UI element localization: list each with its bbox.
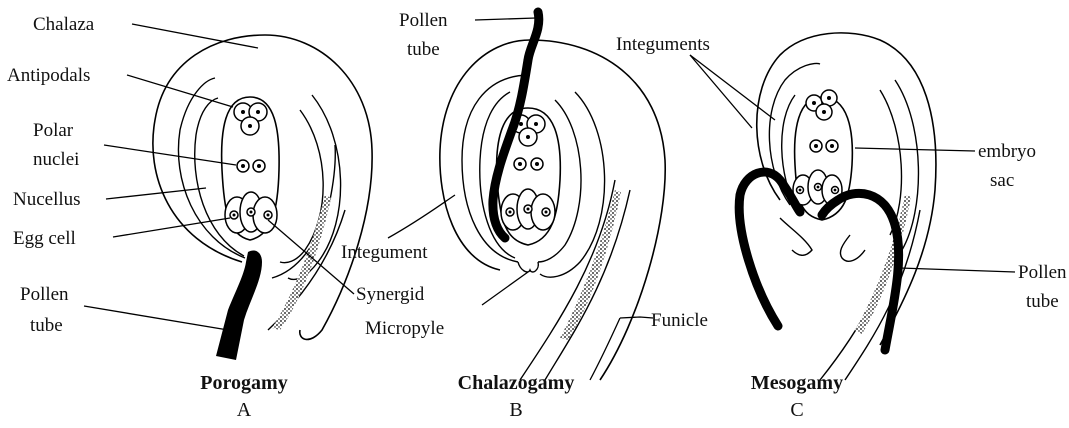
antipodal-nucleus [827, 96, 831, 100]
cell-nucleus-dot [527, 208, 530, 211]
cell-nucleus-dot [509, 211, 512, 214]
micropyle-lobe-c2 [840, 235, 865, 261]
letter-c: C [790, 399, 803, 421]
cell-nucleus-dot [817, 186, 820, 189]
leader-line [900, 268, 1015, 272]
cell-nucleus-dot [267, 214, 270, 217]
label-synergid: Synergid [356, 284, 425, 305]
antipodal-nucleus [248, 124, 252, 128]
vascular-strand-b [560, 190, 621, 340]
label-micropyle: Micropyle [365, 318, 444, 339]
leader-line [127, 75, 233, 107]
leader-line [132, 24, 258, 48]
polar-nucleus-dot [241, 164, 245, 168]
label-integuments: Integuments [616, 34, 710, 55]
label-pollen-tube-a-line2: tube [30, 315, 63, 336]
pollen-tube-c-left [739, 172, 800, 326]
antipodal-nucleus [534, 122, 538, 126]
label-nucellus: Nucellus [13, 189, 81, 210]
leader-line [84, 306, 228, 330]
pollen-tube-a [216, 250, 262, 360]
leader-line [690, 55, 752, 128]
label-chalaza: Chalaza [33, 14, 95, 35]
cell-nucleus-dot [834, 189, 837, 192]
letter-a: A [237, 399, 252, 421]
micropyle-lobe-c1 [780, 218, 812, 255]
leader-line [475, 18, 536, 20]
polar-nucleus-dot [518, 162, 522, 166]
caption-mesogamy: Mesogamy [751, 372, 843, 394]
label-pollen-tube-b-line1: Pollen [399, 10, 448, 31]
polar-nucleus-dot [535, 162, 539, 166]
label-funicle: Funicle [651, 310, 708, 331]
leader-line [113, 218, 230, 237]
leader-line [104, 145, 236, 165]
caption-porogamy: Porogamy [200, 372, 287, 394]
label-egg-cell: Egg cell [13, 228, 76, 249]
cell-nucleus-dot [545, 211, 548, 214]
polar-nucleus-dot [814, 144, 818, 148]
label-pollen-tube-c-line1: Pollen [1018, 262, 1067, 283]
antipodal-nucleus [812, 101, 816, 105]
label-pollen-tube-b-line2: tube [407, 39, 440, 60]
porogamy-diagram: Chalaza Antipodals Polar nuclei Nucellus… [7, 14, 425, 421]
label-polar-nuclei-line2: nuclei [33, 149, 79, 170]
leader-line [388, 195, 455, 238]
cell-nucleus-dot [250, 211, 253, 214]
leader-line [855, 148, 975, 151]
label-integument: Integument [341, 242, 428, 263]
micropyle-lip-b [518, 262, 538, 272]
letter-b: B [509, 399, 522, 421]
label-antipodals: Antipodals [7, 65, 90, 86]
cell-nucleus-dot [233, 214, 236, 217]
cell-nucleus-dot [799, 189, 802, 192]
leader-line [106, 188, 206, 199]
mesogamy-diagram: Integuments embryo sac Pollen tube Mesog… [616, 33, 1067, 421]
leader-line [482, 272, 528, 305]
antipodal-nucleus [526, 135, 530, 139]
leader-line [590, 318, 620, 380]
polar-nucleus-dot [257, 164, 261, 168]
antipodal-nucleus [241, 110, 245, 114]
antipodal-nucleus [822, 110, 826, 114]
antipodal-nucleus [519, 122, 523, 126]
chalazogamy-diagram: Pollen tube Integument Micropyle Funicle… [341, 10, 708, 421]
label-polar-nuclei-line1: Polar [33, 120, 74, 141]
label-embryo-sac-line2: sac [990, 170, 1014, 191]
polar-nucleus-dot [830, 144, 834, 148]
label-embryo-sac-line1: embryo [978, 141, 1036, 162]
antipodal-nucleus [256, 110, 260, 114]
caption-chalazogamy: Chalazogamy [458, 372, 575, 394]
leader-line [620, 317, 653, 318]
label-pollen-tube-c-line2: tube [1026, 291, 1059, 312]
ovule-outline-a [153, 35, 372, 339]
label-pollen-tube-a-line1: Pollen [20, 284, 69, 305]
